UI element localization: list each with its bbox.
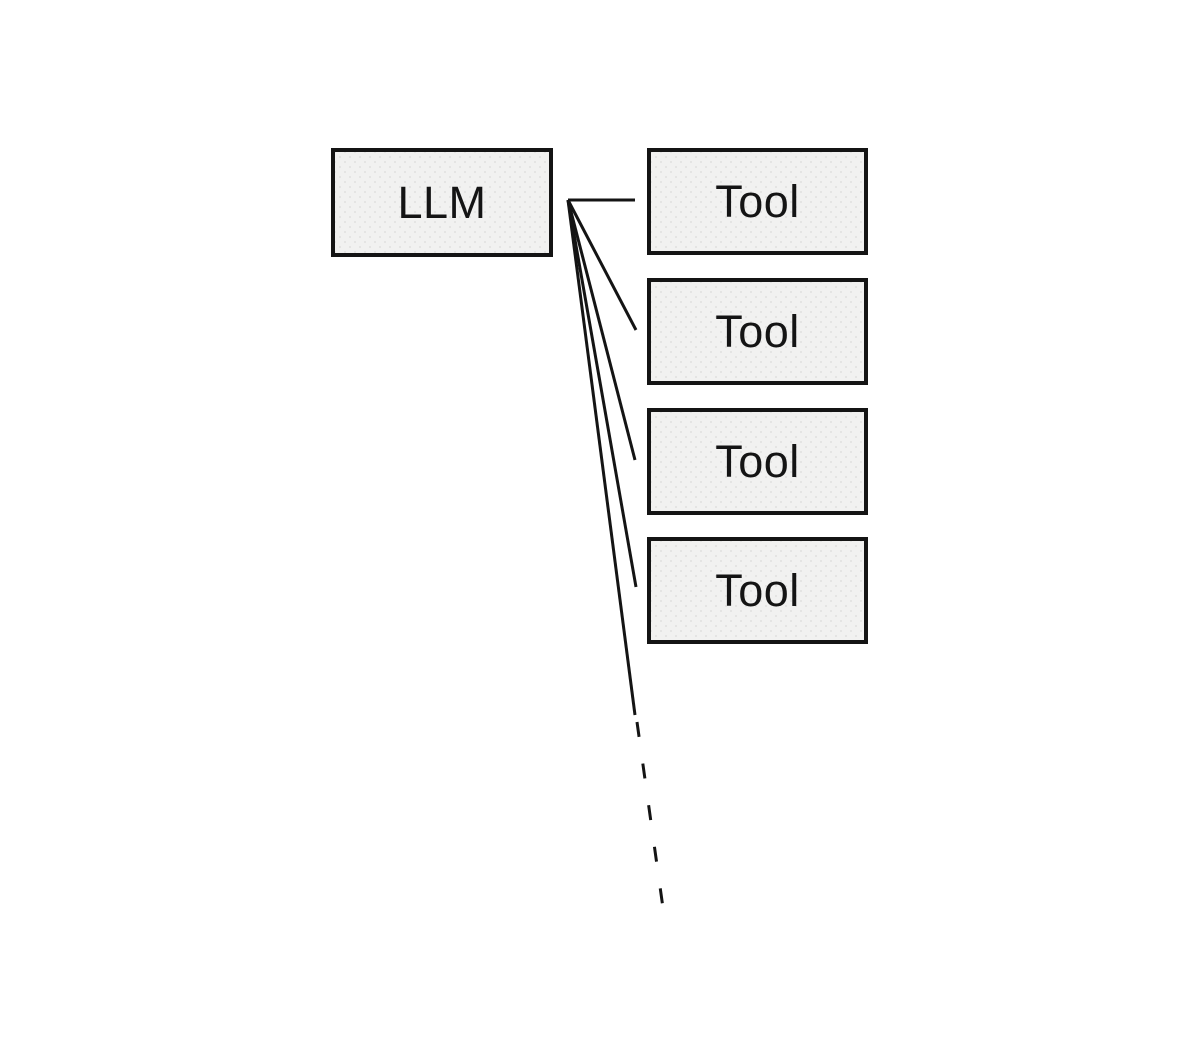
tool-node-2: Tool bbox=[647, 278, 868, 385]
tool-node-label: Tool bbox=[715, 306, 800, 357]
connector-llm-tool-3 bbox=[566, 199, 637, 461]
tool-node-3: Tool bbox=[647, 408, 868, 515]
tool-node-label: Tool bbox=[715, 565, 800, 616]
tool-node-1: Tool bbox=[647, 148, 868, 255]
tool-node-label: Tool bbox=[715, 436, 800, 487]
connector-llm-more-dashed bbox=[635, 721, 665, 909]
connector-llm-tool-2 bbox=[566, 199, 638, 331]
llm-node: LLM bbox=[331, 148, 553, 257]
llm-node-label: LLM bbox=[397, 177, 487, 228]
connector-llm-tool-4 bbox=[566, 199, 638, 588]
tool-node-label: Tool bbox=[715, 176, 800, 227]
connector-llm-more-solid bbox=[566, 199, 637, 716]
tool-node-4: Tool bbox=[647, 537, 868, 644]
